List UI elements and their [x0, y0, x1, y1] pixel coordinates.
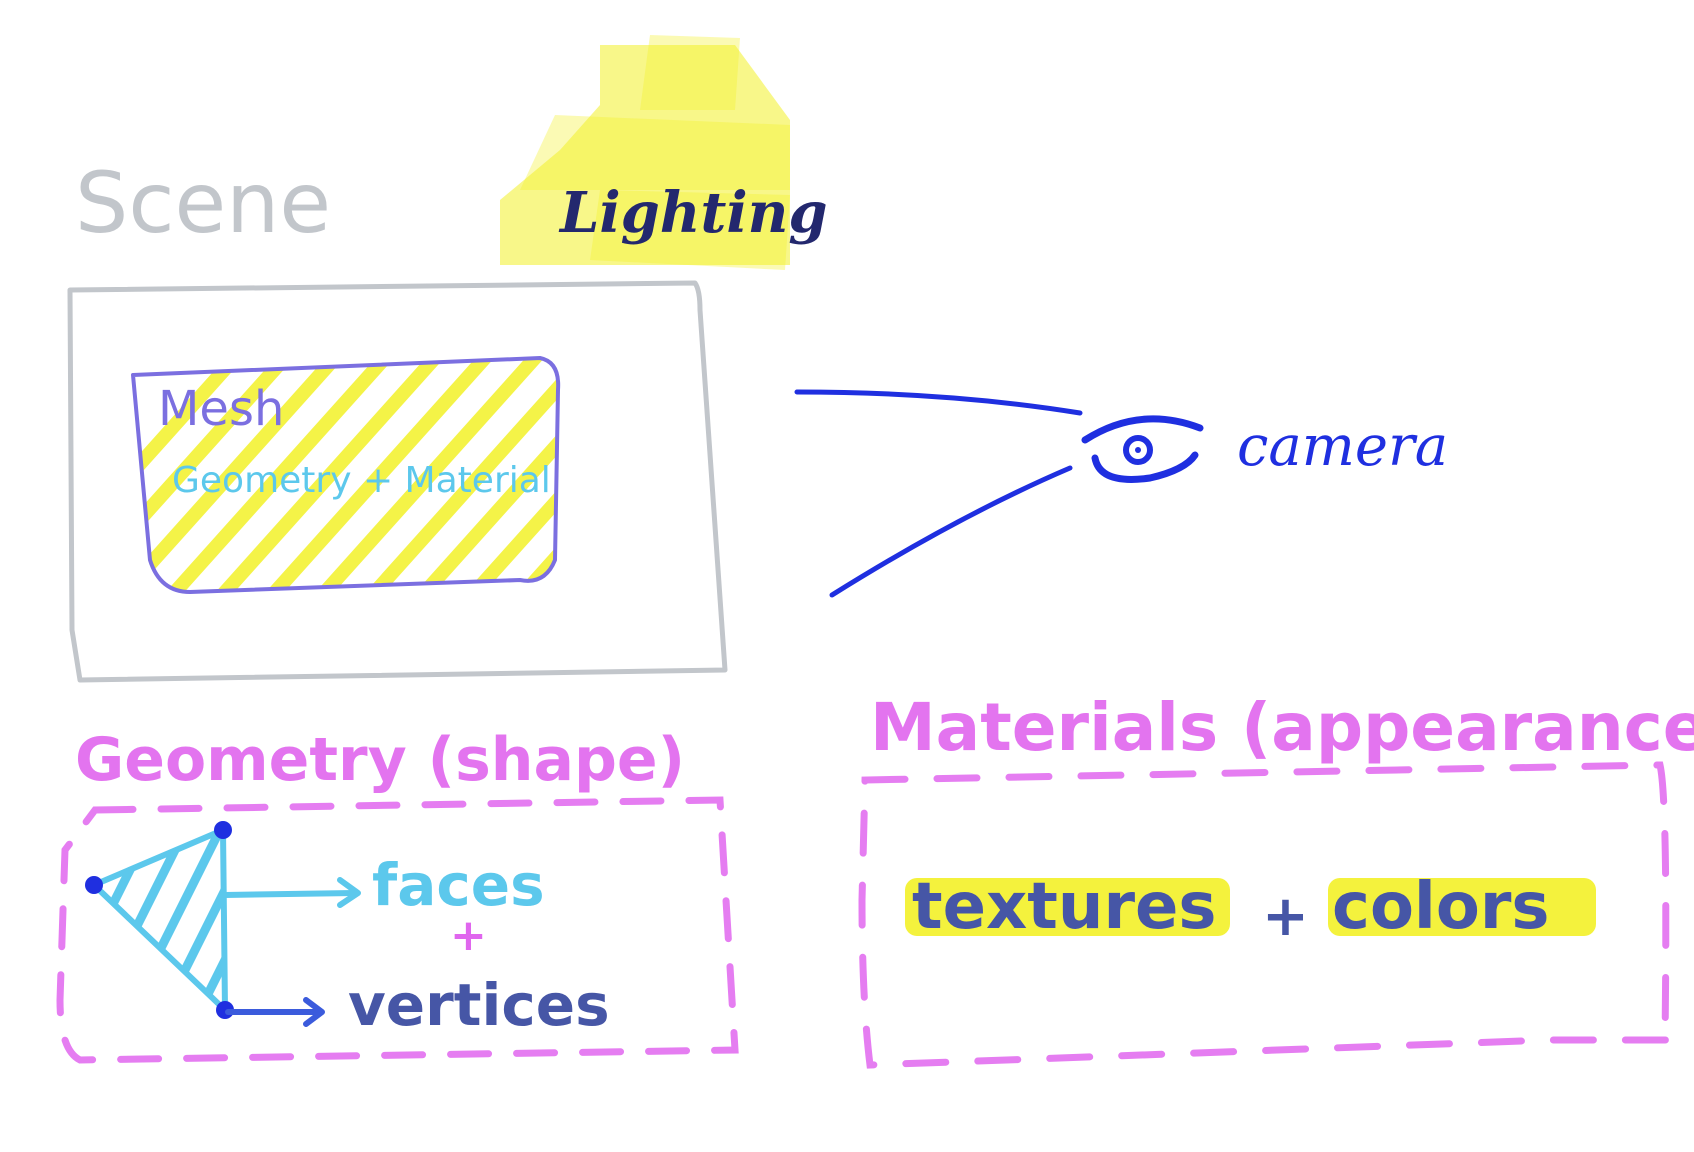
camera-view-lines	[794, 389, 1083, 598]
vertices-arrow	[225, 997, 325, 1027]
vertex-point	[85, 876, 103, 894]
textures-highlight	[905, 878, 1230, 936]
camera-label: camera	[1237, 414, 1448, 479]
mesh-box	[131, 356, 561, 594]
lighting-label: Lighting	[558, 180, 828, 246]
geometry-title: Geometry (shape)	[75, 725, 685, 795]
scene-label: Scene	[75, 154, 331, 252]
textures-label: textures	[912, 870, 1217, 944]
scene-box	[67, 280, 728, 683]
eye-icon	[1081, 415, 1204, 483]
triangle-shape	[85, 821, 234, 1019]
lighting-glow	[500, 35, 790, 270]
colors-highlight	[1328, 878, 1596, 936]
faces-label: faces	[372, 851, 545, 919]
mesh-label: Mesh	[158, 381, 284, 437]
materials-box	[858, 761, 1670, 1069]
mesh-formula-label: Geometry + Material	[172, 460, 551, 501]
materials-title: Materials (appearance)	[870, 689, 1694, 766]
faces-arrow	[222, 877, 361, 908]
faces-vertices-plus: +	[450, 910, 487, 961]
geometry-box	[56, 796, 739, 1064]
textures-colors-plus: +	[1262, 884, 1309, 949]
vertices-label: vertices	[348, 971, 610, 1039]
colors-label: colors	[1332, 870, 1549, 944]
vertex-point	[214, 821, 232, 839]
